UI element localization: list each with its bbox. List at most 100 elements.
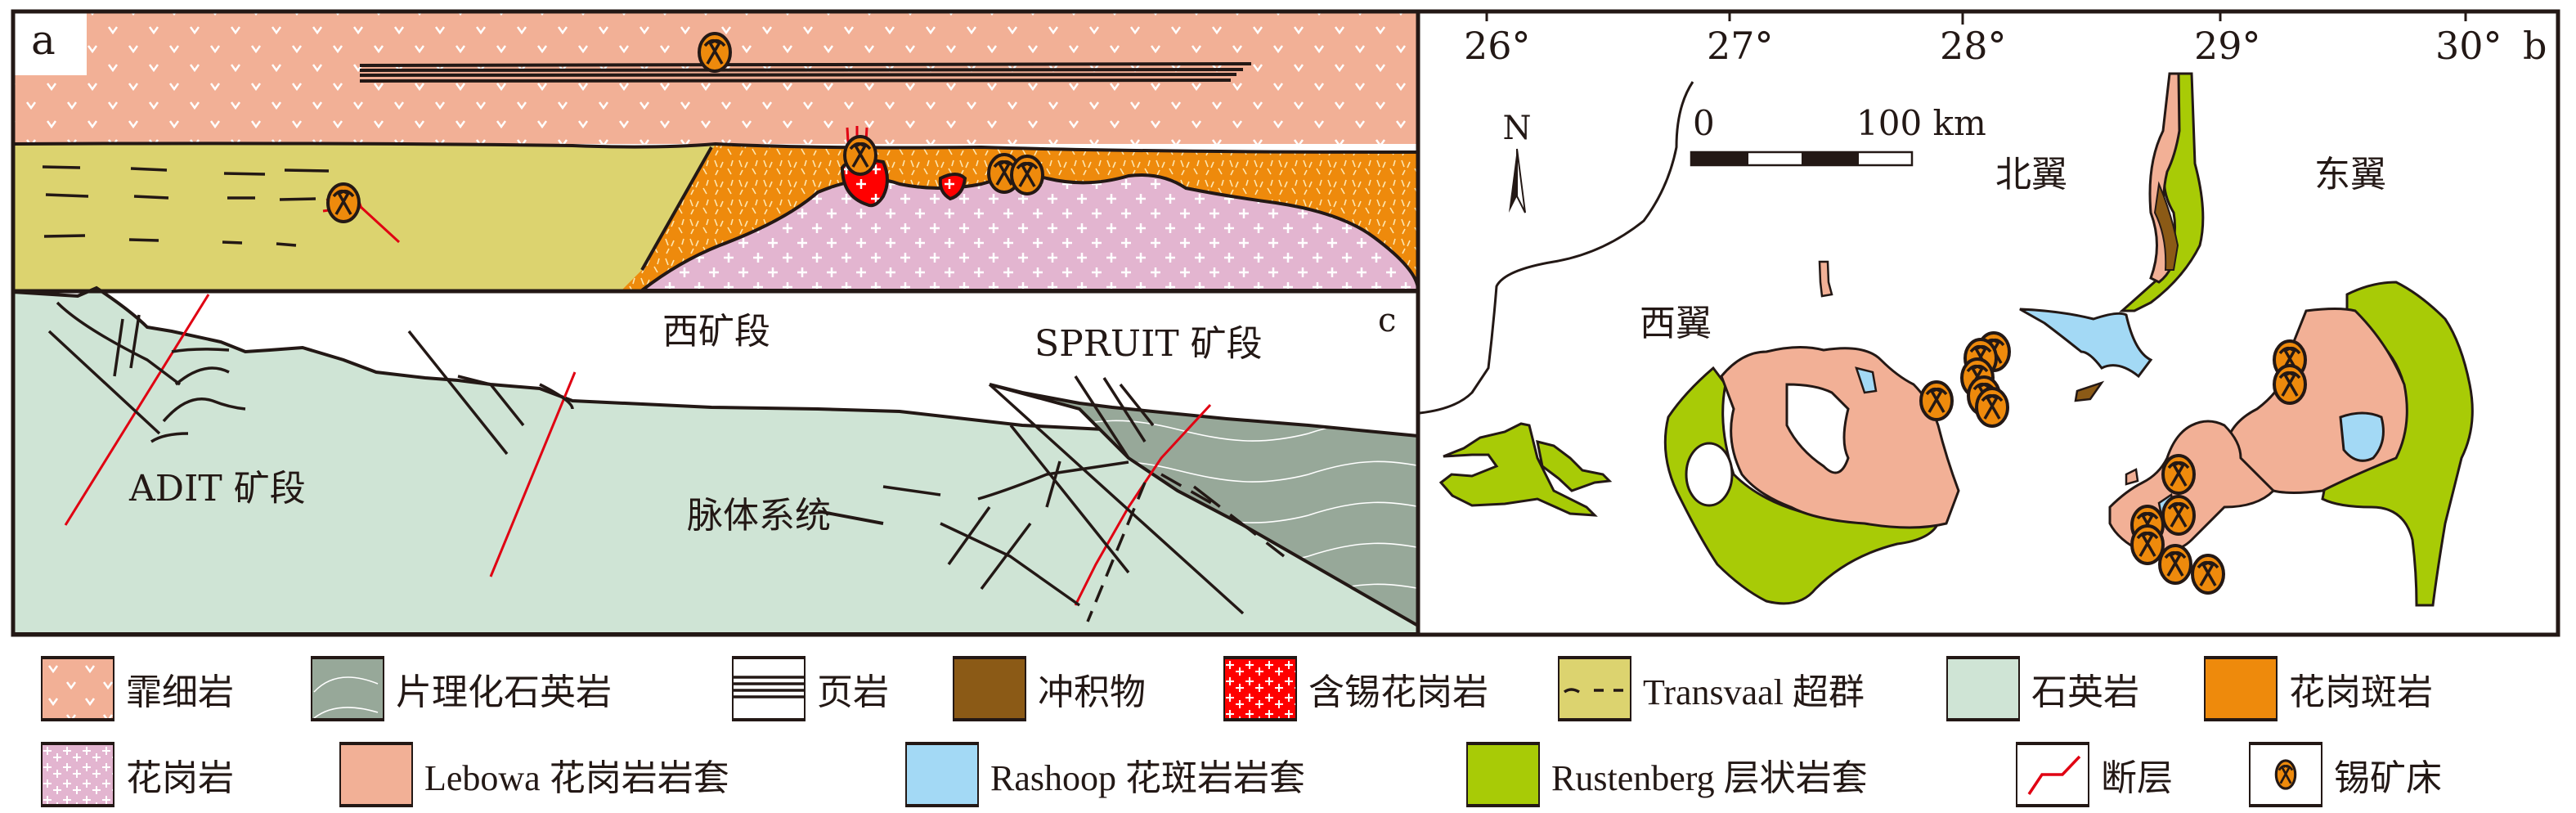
north-arrow-label: N (1503, 110, 1532, 147)
rashoop-west (1855, 366, 1878, 394)
alluvium-outlier (2074, 380, 2105, 402)
rustenberg-west (1663, 366, 1941, 605)
tin-deposit-icon (2130, 524, 2165, 565)
tin-deposit-icon (2191, 554, 2225, 595)
east-limb-label: 东翼 (2314, 154, 2386, 195)
spruit-block-label: SPRUIT 矿段 (1034, 323, 1263, 365)
west-limb-label: 西翼 (1640, 303, 1712, 344)
tin-granite-cupola-2 (938, 173, 967, 201)
panel-label-a: a (31, 16, 56, 64)
legend-item-schistose-quartzite: 片理化石英岩 (311, 654, 612, 723)
scale-bar: 0 100 km (1690, 103, 1986, 167)
north-arrow: N (1503, 110, 1532, 213)
legend-label: Rashoop 花斑岩岩套 (990, 758, 1305, 798)
legend-label: 页岩 (817, 672, 889, 712)
panel-a-section: a (12, 11, 1420, 292)
panel-b-map: 26° 27° 28° 29° 30° b N 0 100 km 北翼 东翼 西… (1419, 11, 2547, 607)
legend-label: 含锡花岗岩 (1308, 672, 1488, 712)
lebowa-outlier (1818, 260, 1833, 298)
legend-item-alluvium: 冲积物 (953, 654, 1146, 723)
legend-swatch-rustenberg (1466, 742, 1540, 807)
tin-deposit-icon (2161, 454, 2196, 495)
alluvium-north (2153, 181, 2179, 271)
tin-deposit-icon (1919, 380, 1954, 421)
tin-deposit-icon (843, 135, 877, 176)
tin-deposit-icon (1975, 387, 2009, 428)
legend-item-tin-granite: 含锡花岗岩 (1223, 654, 1488, 723)
legend-item-granite: 花岗岩 (41, 740, 234, 809)
legend-label: 片理化石英岩 (396, 672, 612, 712)
transvaal-porphyry-contact (640, 146, 713, 271)
adit-block-label: ADIT 矿段 (128, 468, 306, 510)
vein-system-leader (817, 510, 884, 525)
longitude-label: 29° (2194, 24, 2261, 68)
felsite-base-contact (12, 141, 1419, 154)
legend-item-granite-porphyry: 花岗斑岩 (2204, 654, 2433, 723)
legend-swatch-alluvium (953, 656, 1026, 721)
legend-label: Transvaal 超群 (1643, 672, 1865, 712)
legend-swatch-schistose-quartzite (311, 656, 384, 721)
legend-swatch-transvaal (1558, 656, 1631, 721)
transvaal-dash-marks (42, 165, 330, 247)
legend-swatch-shale (732, 656, 806, 721)
longitude-label: 27° (1707, 24, 1774, 68)
panel-label-b: b (2523, 24, 2547, 68)
longitude-label: 26° (1464, 24, 1531, 68)
figure-frame (11, 9, 2560, 637)
rustenberg-north (2119, 72, 2205, 312)
west-block-label: 西矿段 (662, 311, 770, 353)
tin-deposit-icon (326, 182, 361, 223)
rustenberg-far-west (1438, 422, 1598, 517)
rustenberg-far-west-2 (1536, 439, 1613, 492)
lebowa-outlier (2125, 468, 2139, 486)
rashoop-east (2339, 411, 2385, 462)
inlier-west-2 (1785, 383, 1850, 474)
legend-label: Lebowa 花岗岩岩套 (424, 758, 729, 798)
tin-deposit-icon (2161, 495, 2196, 536)
legend-swatch-quartzite (1946, 656, 2020, 721)
legend-item-fault: 断层 (2016, 740, 2173, 809)
legend-label: 断层 (2101, 758, 2173, 798)
lebowa-north (2148, 72, 2181, 284)
inlier-west (1685, 442, 1734, 507)
legend-swatch-tin-granite (1223, 656, 1297, 721)
panel-label-box (13, 11, 87, 75)
legend-label: 锡矿床 (2334, 758, 2442, 798)
panel-c-section: 西矿段 SPRUIT 矿段 c ADIT 矿段 脉体系统 (11, 285, 1420, 636)
tin-deposit-icon (698, 32, 732, 73)
legend-item-transvaal: Transvaal 超群 (1558, 654, 1865, 723)
legend-label: 石英岩 (2031, 672, 2139, 712)
legend-item-lebowa: Lebowa 花岗岩岩套 (339, 740, 729, 809)
vein-system-label: 脉体系统 (687, 495, 831, 537)
legend-swatch-granite-porphyry (2204, 656, 2278, 721)
felsite-layer (13, 11, 1418, 144)
panel-label-c: c (1378, 302, 1396, 339)
legend-item-quartzite: 石英岩 (1946, 654, 2139, 723)
legend-swatch-granite (41, 742, 114, 807)
tin-deposit-icon (2274, 759, 2297, 790)
tin-deposit-icon (2158, 544, 2192, 585)
tin-deposit-icon (2273, 364, 2307, 405)
legend-swatch-fault (2016, 742, 2089, 807)
bushveld-outer-boundary (1419, 81, 1694, 415)
scale-end-label: 100 km (1856, 103, 1986, 143)
tin-deposit-icon (1010, 155, 1044, 195)
fault-icon (2027, 755, 2081, 795)
legend-swatch-rashoop (905, 742, 979, 807)
longitude-label: 30° (2435, 24, 2502, 68)
longitude-ticks (1485, 11, 2467, 25)
legend-item-rustenberg: Rustenberg 层状岩套 (1466, 740, 1868, 809)
legend-swatch-lebowa (339, 742, 413, 807)
scale-start-label: 0 (1693, 103, 1715, 143)
legend-swatch-felsite (41, 656, 114, 721)
legend-label: Rustenberg 层状岩套 (1551, 758, 1868, 798)
north-arrow-icon (1509, 149, 1517, 213)
longitude-label: 28° (1940, 24, 2007, 68)
legend-label: 花岗斑岩 (2289, 672, 2433, 712)
legend-label: 冲积物 (1038, 672, 1146, 712)
legend-label: 霏细岩 (126, 672, 234, 712)
legend-item-shale: 页岩 (732, 654, 889, 723)
rashoop-north (2019, 308, 2153, 379)
shale-beds (359, 62, 1252, 83)
legend-item-rashoop: Rashoop 花斑岩岩套 (905, 740, 1305, 809)
